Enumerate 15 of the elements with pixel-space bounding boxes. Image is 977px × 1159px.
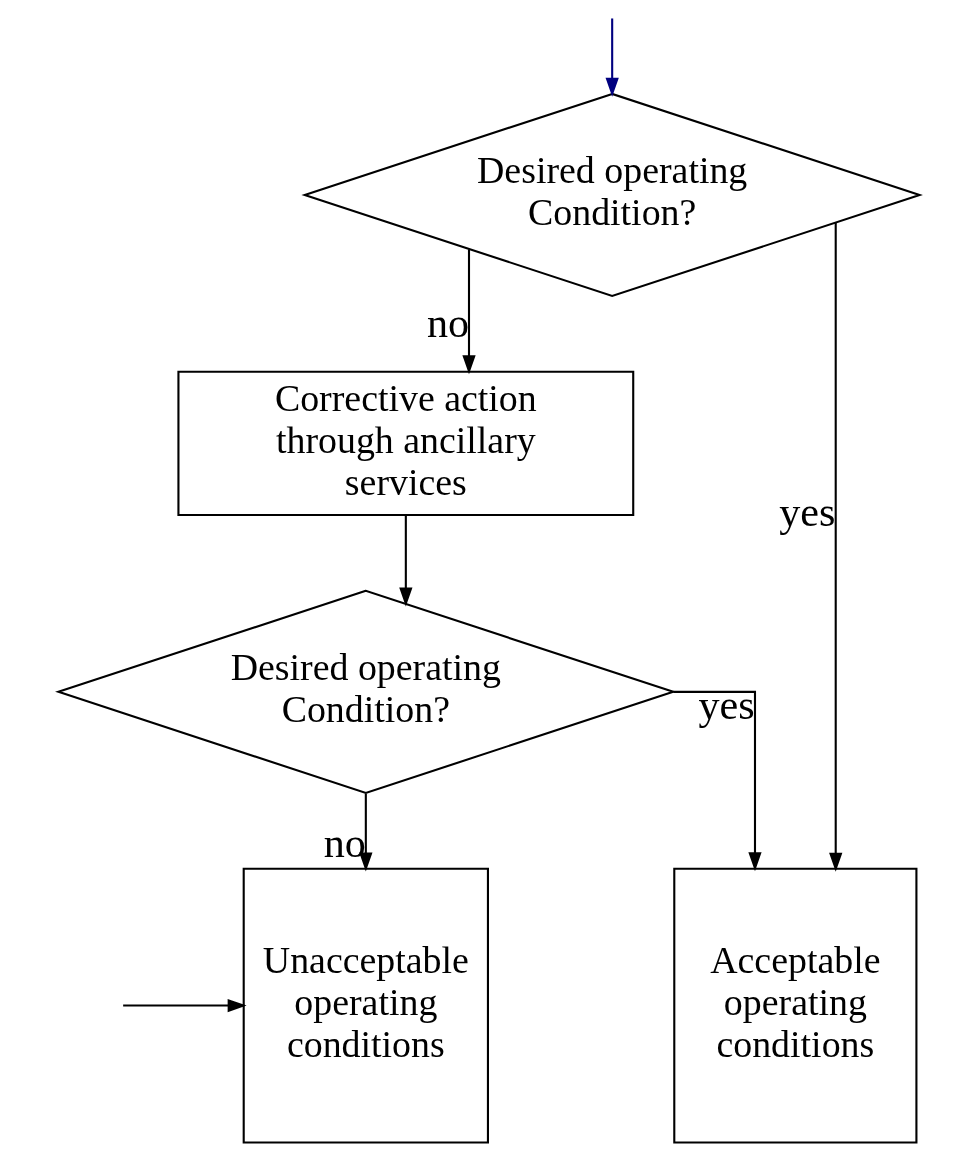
edge-label: no bbox=[426, 298, 469, 346]
node-box: Corrective action through ancillary services bbox=[176, 370, 634, 517]
arrow bbox=[398, 515, 412, 607]
arrow bbox=[358, 793, 372, 872]
node-box: Acceptable operating conditions bbox=[672, 867, 917, 1144]
edge-label: yes bbox=[778, 487, 835, 535]
node-diamond: Desired operating Condition? bbox=[300, 92, 923, 298]
edge-label: no bbox=[323, 819, 366, 867]
edge-label: yes bbox=[697, 681, 755, 729]
arrow bbox=[828, 222, 842, 872]
node-box: Unacceptable operating conditions bbox=[242, 867, 489, 1144]
arrow bbox=[122, 998, 247, 1013]
arrow bbox=[461, 249, 476, 375]
arrow bbox=[672, 690, 762, 872]
arrow bbox=[605, 18, 619, 97]
